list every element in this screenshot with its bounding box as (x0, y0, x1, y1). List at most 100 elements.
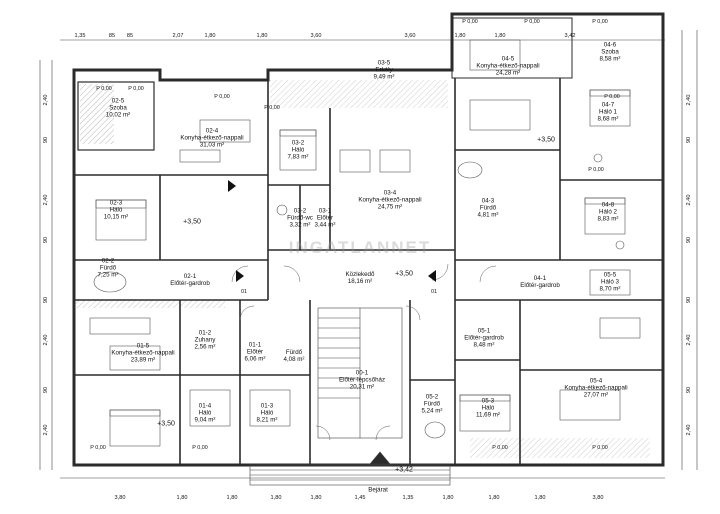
room-area: 4,81 m² (477, 211, 499, 219)
room-code: 03-5 (377, 59, 391, 67)
top-dimension: 1,80 (454, 33, 466, 39)
left-dimension: 2,40 (43, 94, 49, 106)
room-name: Fürdő (285, 349, 303, 356)
bottom-dimension: 1,80 (176, 495, 188, 501)
room-code: 05-2 (425, 393, 439, 401)
room-code: 01-3 (260, 402, 274, 410)
room-code: 01-5 (136, 342, 150, 350)
left-dimension: 90 (43, 136, 49, 144)
bottom-dimension: 1,80 (310, 495, 322, 501)
top-dimension: 1,80 (204, 33, 216, 39)
room-code: 00-1 (355, 369, 369, 377)
level-mark: +3,42 (395, 466, 413, 474)
room-name: Háló 3 (601, 278, 619, 286)
left-dimension: 90 (43, 236, 49, 244)
room-name: Háló (109, 206, 123, 214)
room-code: 02-2 (101, 257, 115, 265)
level-mark: +3,50 (395, 270, 413, 278)
left-dimension: 90 (43, 386, 49, 394)
top-dimension: 3,60 (310, 33, 322, 39)
top-dimension: 85 (108, 33, 116, 39)
room-area: 20,31 m² (349, 383, 375, 391)
room-code: 04-6 (603, 41, 617, 49)
room-name: Szoba (601, 48, 619, 56)
entrance-steps (249, 451, 451, 486)
room-code: 02-4 (205, 127, 219, 135)
top-dimension: 1,35 (74, 33, 86, 39)
bottom-dimension: 3,80 (592, 495, 604, 501)
room-name: Háló (198, 409, 212, 417)
room-area: 8,21 m² (256, 416, 278, 424)
room-name: Fürdő-wc (287, 214, 313, 222)
room-area: 8,70 m² (599, 285, 621, 293)
room-code: 03-2 (293, 207, 307, 215)
left-dimension: 90 (43, 296, 49, 304)
section-marker-label: 01 (431, 289, 437, 295)
top-dimension: 3,42 (564, 33, 576, 39)
room-area: 27,07 m² (583, 391, 609, 399)
room-code: 02-1 (183, 273, 197, 280)
room-code: 05-4 (589, 377, 603, 385)
room-code: 04-5 (501, 55, 515, 63)
room-area: 8,48 m² (473, 341, 495, 349)
watermark: INGATLANNET (288, 238, 432, 257)
room-name: Előtér (316, 214, 334, 222)
dimension-lines (39, 30, 698, 479)
top-dimension: 3,60 (404, 33, 416, 39)
room-name: Előtér (246, 348, 264, 356)
bottom-dimension: 1,80 (270, 495, 282, 501)
opening-tag: P 0,00 (192, 445, 208, 451)
room-name: Fürdő (423, 400, 441, 408)
bottom-dimension: 1,80 (488, 495, 500, 501)
section-marker-label: 01 (241, 289, 247, 295)
room-code: 01-1 (248, 341, 262, 349)
room-name: Konyha-étkező-nappali (358, 196, 422, 204)
room-code: 03-1 (318, 207, 332, 215)
room-area: 2,56 m² (194, 343, 216, 351)
room-name: Konyha-étkező-nappali (180, 134, 244, 142)
room-name: Fürdő (479, 204, 497, 212)
room-name: Konyha-étkező-nappali (564, 384, 628, 392)
interior-walls (74, 70, 663, 465)
opening-tag: P 0,00 (588, 167, 604, 173)
room-name: Konyha-étkező-nappali (476, 62, 540, 70)
right-dimension: 90 (686, 236, 692, 244)
room-area: 10,02 m² (105, 111, 131, 119)
room-code: 05-5 (603, 271, 617, 279)
opening-tag: P 0,00 (264, 105, 280, 111)
section-markers (228, 180, 436, 282)
bottom-dimension: 1,45 (354, 495, 366, 501)
hatched-areas (75, 80, 650, 458)
room-code: 04-3 (481, 197, 495, 205)
room-name: Előtér-gardrob (464, 334, 504, 342)
opening-tag: P 0,00 (128, 86, 144, 92)
left-dimension: 2,40 (43, 194, 49, 206)
room-name: Háló 1 (599, 108, 617, 116)
room-code: 05-1 (477, 327, 491, 335)
room-area: 8,68 m² (597, 115, 619, 123)
room-name: Háló (291, 146, 305, 154)
right-dimension: 90 (686, 136, 692, 144)
left-dimension: 2,40 (43, 424, 49, 436)
bottom-dimension: 1,80 (442, 495, 454, 501)
room-name: Előtér-gardrob (520, 282, 560, 289)
room-area: 18,16 m² (347, 278, 373, 285)
room-area: 3,32 m² (289, 221, 311, 229)
